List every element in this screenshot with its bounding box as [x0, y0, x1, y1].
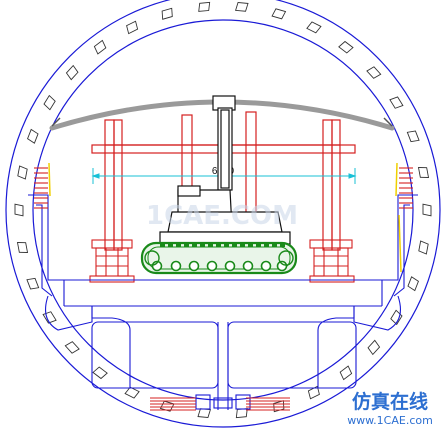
track-wheel — [224, 260, 236, 272]
lining-segment-blocks — [14, 1, 432, 419]
lining-segment — [27, 128, 39, 144]
lining-segment — [14, 203, 24, 217]
track-link — [192, 244, 197, 247]
lining-segment — [126, 20, 139, 35]
left-support-leg — [89, 239, 135, 283]
track-link — [160, 244, 165, 247]
track-link — [224, 244, 229, 247]
track-wheel — [242, 260, 254, 272]
drive-sprocket — [144, 250, 160, 266]
crawler-track — [140, 241, 298, 275]
track-link — [232, 244, 237, 247]
lining-segment — [389, 96, 404, 109]
track-links — [160, 244, 285, 247]
lining-segment — [64, 341, 80, 354]
lining-segment — [93, 39, 107, 55]
track-link — [240, 244, 245, 247]
machine-body — [159, 185, 291, 245]
gantry-column-5 — [322, 119, 333, 251]
yellow-accents — [48, 162, 402, 273]
gantry-column-1 — [104, 119, 115, 251]
lining-segment — [43, 94, 56, 111]
crown-rail-lip — [51, 117, 393, 127]
inner-ring — [32, 19, 414, 401]
lining-segment — [235, 2, 249, 12]
lining-segment — [26, 277, 40, 290]
lining-segment — [17, 165, 28, 180]
lining-segment — [366, 66, 382, 79]
watermark-cn: 仿真在线 — [352, 390, 428, 413]
track-link — [168, 244, 173, 247]
wall-hatching — [34, 167, 413, 411]
lining-segment — [418, 240, 429, 255]
track-wheel — [260, 260, 272, 272]
lining-segment — [198, 1, 211, 12]
lining-segment — [390, 309, 403, 326]
outer-ring — [5, 0, 441, 428]
right-support-leg — [309, 239, 355, 283]
lining-segment — [197, 408, 211, 418]
track-link — [184, 244, 189, 247]
track-link — [216, 244, 221, 247]
track-wheels — [144, 250, 294, 272]
track-link — [208, 244, 213, 247]
lining-segment — [417, 167, 430, 178]
lining-segment — [124, 386, 140, 399]
center-mast — [212, 95, 236, 191]
lining-segment — [406, 130, 420, 143]
lining-segment — [339, 365, 353, 381]
track-link — [248, 244, 253, 247]
lining-segment — [338, 40, 354, 54]
track-link — [176, 244, 181, 247]
track-wheel — [276, 260, 288, 272]
lining-segment — [161, 7, 173, 20]
track-link — [280, 244, 285, 247]
left-culvert — [91, 321, 219, 389]
track-wheel — [170, 260, 182, 272]
lining-segment — [367, 339, 381, 356]
side-structures — [28, 194, 418, 331]
track-wheel — [206, 260, 218, 272]
watermark-center: 1CAE.COM — [146, 201, 298, 231]
watermark-url: www.1CAE.com — [347, 414, 433, 427]
right-culvert — [227, 321, 357, 389]
track-wheel — [188, 260, 200, 272]
tunnel-lining — [5, 0, 441, 428]
lining-segment — [92, 366, 108, 380]
lining-segment — [65, 64, 79, 81]
idler-wheel — [278, 250, 294, 266]
track-link — [264, 244, 269, 247]
lining-segment — [306, 21, 322, 34]
lining-segment — [16, 242, 29, 253]
lining-segment — [307, 385, 320, 400]
gantry-column-2 — [113, 119, 123, 251]
lining-segment — [422, 203, 432, 217]
gantry-column-6 — [331, 119, 341, 251]
track-link — [256, 244, 261, 247]
lower-culverts — [91, 306, 357, 410]
lining-segment — [407, 276, 419, 292]
lining-segment — [271, 8, 287, 20]
track-link — [200, 244, 205, 247]
track-link — [272, 244, 277, 247]
